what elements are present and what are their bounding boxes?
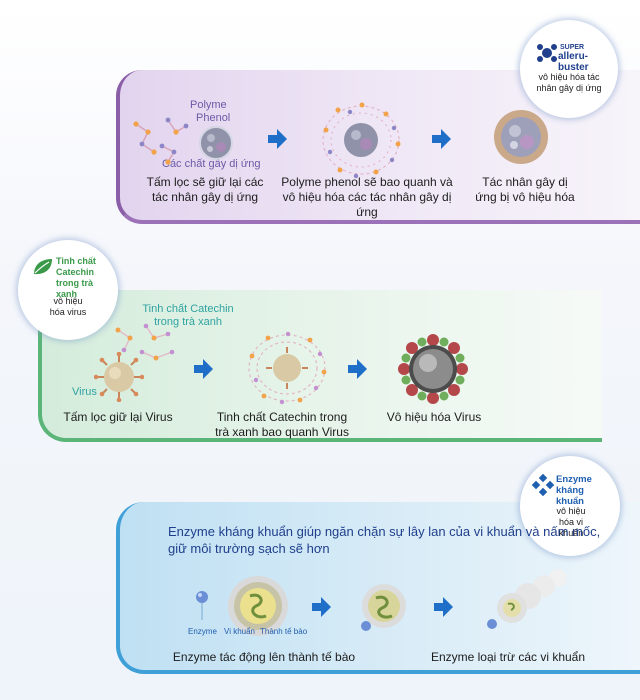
enzyme-badge: Enzyme kháng khuẩn vô hiệu hóa vi khuẩn <box>520 456 620 556</box>
label-enzyme: Enzyme <box>188 627 217 636</box>
enzyme-diamond-icon <box>532 474 554 496</box>
step-polyme-surround: Polyme phenol sẽ bao quanh và vô hiệu hó… <box>281 175 453 219</box>
catechin-surround-illustration <box>248 331 327 405</box>
badge-desc: vô hiệu hóa tác nhân gây dị ứng <box>536 72 602 93</box>
step-allergen-filter: Tấm lọc sẽ giữ lại các tác nhân gây dị ứ… <box>146 175 264 204</box>
label-allergen: Các chất gây dị ứng <box>162 158 261 170</box>
step-catechin-surround: Tinh chất Catechin trong trà xanh bao qu… <box>215 410 349 439</box>
bacteria-cell-illustration <box>228 576 288 636</box>
polymer-phenol-illustration <box>133 117 189 165</box>
enzyme-badge-title: Enzyme kháng khuẩn <box>556 474 592 507</box>
enzyme-attack-illustration <box>361 584 406 631</box>
arrow-right-icon <box>348 359 367 379</box>
virus-illustration <box>94 352 144 402</box>
bacteria-eliminated-illustration <box>487 569 567 629</box>
polymer-surround-illustration <box>322 102 401 179</box>
alleru-buster-badge: SUPER alleru-buster vô hiệu hóa tác nhân… <box>520 20 618 118</box>
neutralized-virus-illustration <box>398 334 468 404</box>
label-bacteria: Vi khuẩn <box>224 627 255 636</box>
enzyme-illustration <box>196 591 208 620</box>
catechin-badge-title: Tinh chất Catechin trong trà xanh <box>56 256 96 299</box>
arrow-right-icon <box>312 597 331 617</box>
label-virus: Virus <box>72 386 97 398</box>
label-cellwall: Thành tế bào <box>260 627 308 636</box>
step-enzyme-eliminate: Enzyme loại trừ các vi khuẩn <box>430 650 586 664</box>
catechin-badge-desc: vô hiệu hóa virus <box>49 296 87 317</box>
enzyme-badge-desc: vô hiệu hóa vi khuẩn <box>556 506 586 538</box>
catechin-badge: Tinh chất Catechin trong trà xanh vô hiệ… <box>18 240 118 340</box>
brand-name: alleru-buster <box>558 51 589 73</box>
enzyme-headline: Enzyme kháng khuẩn giúp ngăn chặn sự lây… <box>168 524 601 556</box>
brand-small: SUPER <box>560 44 585 51</box>
virus-panel <box>38 290 602 442</box>
step-virus-filter: Tấm lọc giữ lại Virus <box>63 410 173 424</box>
arrow-right-icon <box>194 359 213 379</box>
label-phenol: Phenol <box>196 112 231 124</box>
green-leaf-icon <box>34 259 52 275</box>
step-virus-neutralized: Vô hiệu hóa Virus <box>386 410 482 424</box>
arrow-right-icon <box>432 129 451 149</box>
arrow-right-icon <box>434 597 453 617</box>
allergen-molecule-icon <box>537 44 557 62</box>
label-catechin: Tinh chất Catechin trong trà xanh <box>142 303 234 328</box>
step-enzyme-action: Enzyme tác động lên thành tế bào <box>172 650 356 664</box>
catechin-molecules-illustration <box>115 323 175 361</box>
label-polyme: Polyme <box>190 99 227 111</box>
allergen-particle <box>199 126 233 160</box>
step-allergen-neutralized: Tác nhân gây dị ứng bị vô hiệu hóa <box>475 175 575 204</box>
neutralized-allergen-illustration <box>494 110 548 164</box>
arrow-right-icon <box>268 129 287 149</box>
